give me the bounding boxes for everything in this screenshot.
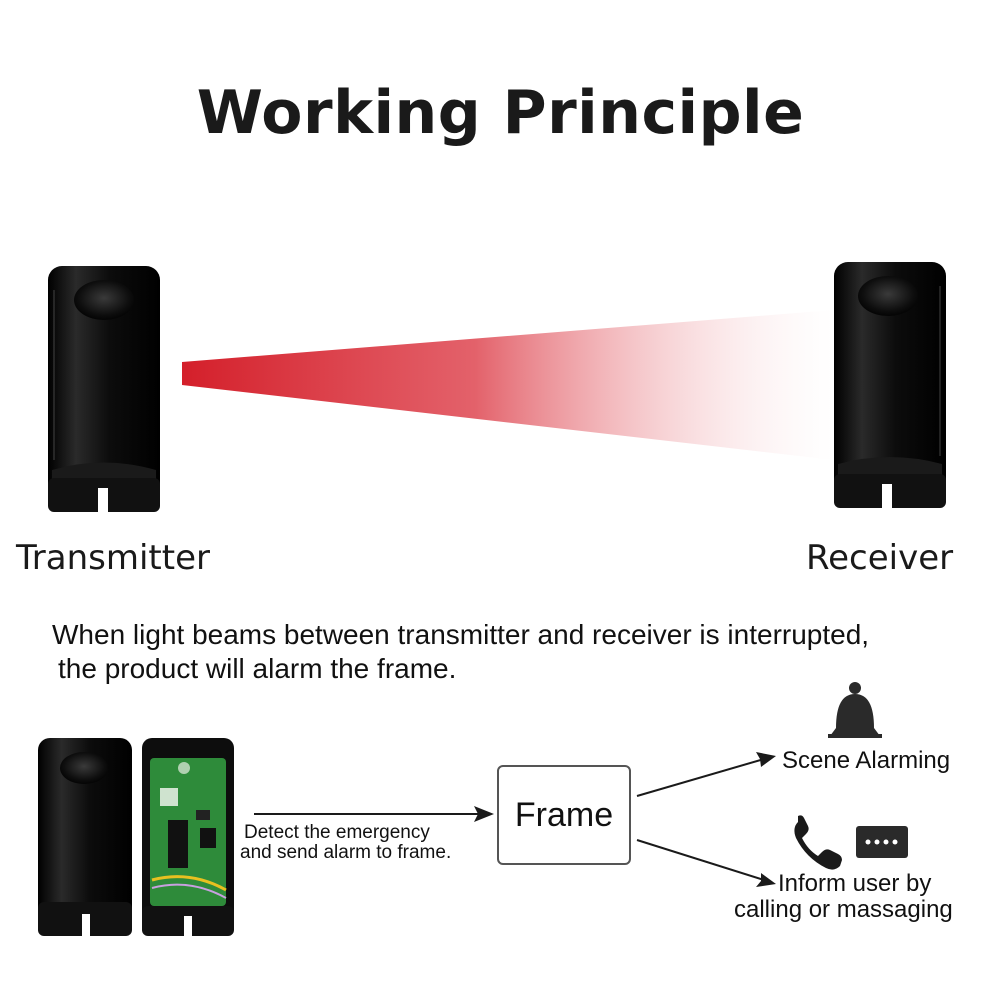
- description-line-2: the product will alarm the frame.: [58, 653, 457, 684]
- receiver-label: Receiver: [806, 538, 954, 578]
- phone-icon: [794, 815, 842, 870]
- inform-text-line-1: Inform user by: [778, 870, 932, 897]
- message-icon: [856, 826, 908, 858]
- arrow-to-inform-user: [636, 839, 776, 887]
- description-line-1: When light beams between transmitter and…: [52, 619, 870, 650]
- detect-text-line-1: Detect the emergency: [244, 822, 430, 843]
- detect-text-line-2: and send alarm to frame.: [240, 842, 452, 863]
- page-title: Working Principle: [196, 78, 805, 148]
- frame-box: Frame: [497, 765, 631, 865]
- device-opened: [142, 738, 234, 936]
- bell-icon: [828, 682, 882, 738]
- arrow-to-frame: [254, 806, 494, 822]
- transmitter-device: [48, 266, 160, 512]
- arrow-to-scene-alarming: [636, 752, 776, 797]
- light-beam: [182, 310, 834, 460]
- scene-alarming-text: Scene Alarming: [782, 747, 951, 774]
- receiver-device: [834, 262, 946, 508]
- transmitter-label: Transmitter: [16, 538, 210, 578]
- inform-text-line-2: calling or massaging: [734, 896, 953, 923]
- device-closed: [38, 738, 132, 936]
